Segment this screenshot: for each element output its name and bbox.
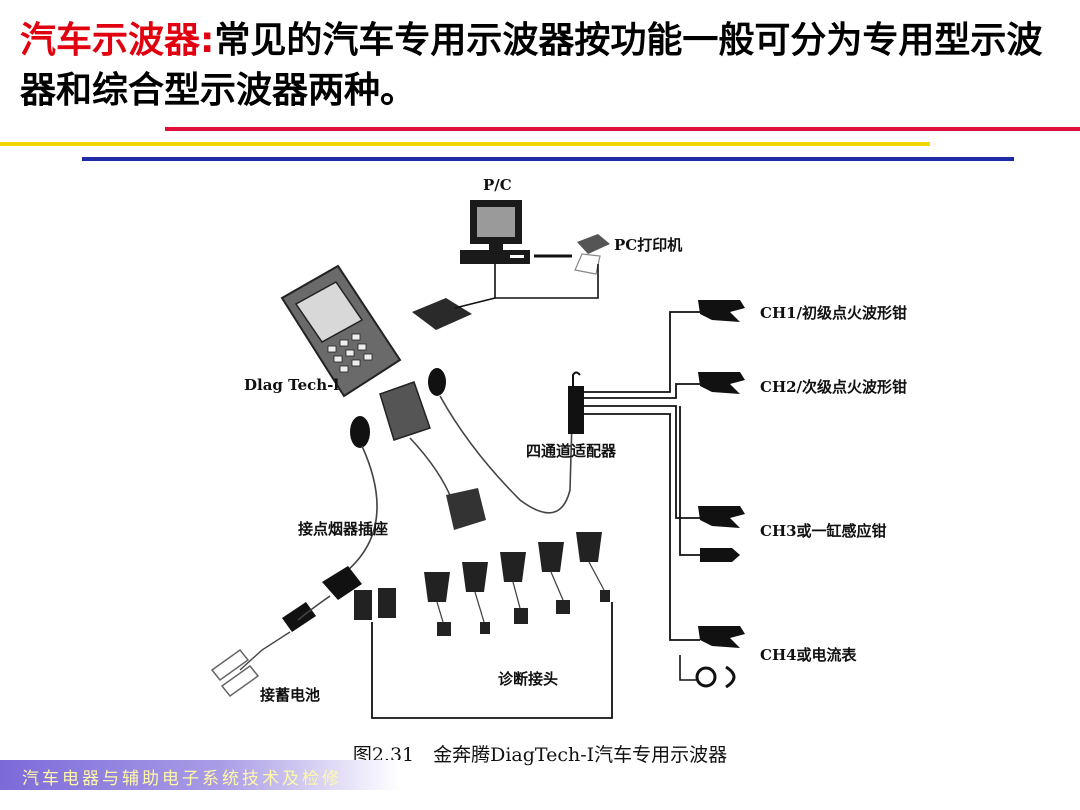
diagnostic-bracket [371,602,613,719]
label-ch4: CH4或电流表 [760,646,857,664]
label-adapter: 四通道适配器 [526,442,617,460]
label-ch1: CH1/初级点火波形钳 [760,304,908,322]
lighter-plug-icon [282,566,362,632]
title-text: 常见的汽车专用示波器按功能一般可分为专用型示波器和综合型示波器两种。 [20,20,1043,111]
title-term: 汽车示波器 [20,20,201,61]
obd-plug-icon [446,488,486,530]
title-colon: : [200,20,215,61]
slide-title: 汽车示波器:常见的汽车专用示波器按功能一般可分为专用型示波器和综合型示波器两种。 [20,16,1060,116]
label-device: Dlag Tech-l [244,376,340,394]
adapter-channel-cables [584,311,700,641]
clamp-icons [698,300,745,648]
footer-bar: 汽车电器与辅助电子系统技术及检修 [0,760,400,790]
pc-computer-icon [460,200,530,264]
oscilloscope-diagram: P/C PC打印机 Dlag Tech-l 四通道适配器 CH1/初级点火波形钳… [0,170,1080,730]
current-clamp-icon [695,665,736,689]
label-pc: P/C [483,176,512,194]
cable-plug-left [350,416,370,448]
four-channel-adapter-icon [568,371,584,434]
label-ch3: CH3或一缸感应钳 [760,522,887,540]
rule-yellow [0,142,930,146]
footer-text: 汽车电器与辅助电子系统技术及检修 [22,769,342,789]
cable-plug-right [428,368,446,396]
diagnostic-connectors [354,532,610,636]
label-printer: PC打印机 [614,236,683,254]
rule-red [165,127,1080,131]
label-battery: 接蓄电池 [260,686,321,704]
printer-icon [574,234,610,275]
figure-caption: 图2.31 金奔腾DiagTech-I汽车专用示波器 [352,744,728,766]
pc-card-icon [412,298,472,330]
battery-clips-icon [210,648,260,698]
label-diag-connectors: 诊断接头 [498,670,559,688]
diagram-drawing [210,200,745,719]
label-ch2: CH2/次级点火波形钳 [760,378,908,396]
label-lighter: 接点烟器插座 [298,520,389,538]
handheld-tester-icon [280,264,402,398]
main-connector-icon [379,381,431,441]
rule-blue [82,157,1014,161]
